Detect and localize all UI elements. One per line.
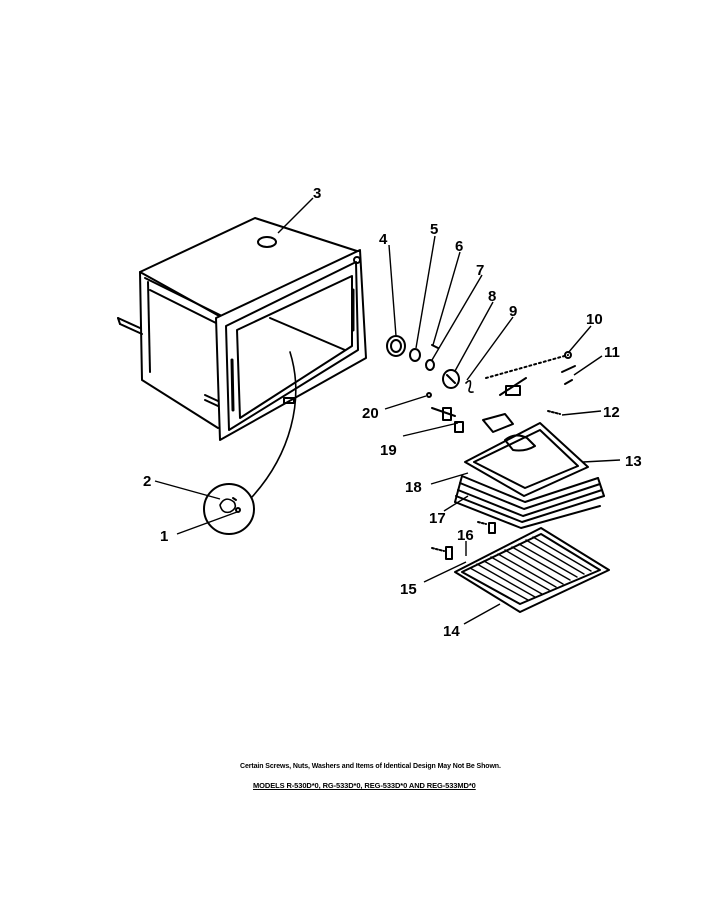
callout-2: 2 xyxy=(143,473,151,490)
callout-11: 11 xyxy=(604,344,620,361)
footnote: Certain Screws, Nuts, Washers and Items … xyxy=(240,763,501,770)
clip-part xyxy=(465,379,474,393)
socket-part xyxy=(409,348,421,362)
rack-stack xyxy=(454,475,605,529)
models-line: MODELS R-530D*0, RG-533D*0, REG-533D*0 A… xyxy=(253,781,476,790)
callout-12: 12 xyxy=(603,404,620,421)
ring-part xyxy=(386,335,406,357)
detail-inset xyxy=(203,483,255,535)
callout-3: 3 xyxy=(313,185,321,202)
callout-14: 14 xyxy=(443,623,460,640)
leader-curve xyxy=(251,351,297,498)
hinge-assembly xyxy=(426,392,464,433)
callout-13: 13 xyxy=(625,453,642,470)
callout-6: 6 xyxy=(455,238,463,255)
callout-5: 5 xyxy=(430,221,438,238)
callout-7: 7 xyxy=(476,262,484,279)
callout-19: 19 xyxy=(380,442,397,459)
callout-16: 16 xyxy=(457,527,474,544)
callout-9: 9 xyxy=(509,303,517,320)
screw-part xyxy=(547,410,561,415)
callout-1: 1 xyxy=(160,528,168,545)
callout-17: 17 xyxy=(429,510,446,527)
bracket-assembly xyxy=(485,351,576,396)
callout-18: 18 xyxy=(405,479,422,496)
cover-part xyxy=(442,369,460,389)
oven-rack xyxy=(454,527,610,613)
callout-20: 20 xyxy=(362,405,379,422)
callout-15: 15 xyxy=(400,581,417,598)
oven-liner xyxy=(117,217,367,441)
callout-10: 10 xyxy=(586,311,603,328)
bake-tray xyxy=(464,413,589,497)
rack-clips xyxy=(431,521,496,560)
callout-8: 8 xyxy=(488,288,496,305)
leader-lines xyxy=(154,197,621,625)
callout-4: 4 xyxy=(379,231,388,248)
bulb-part xyxy=(425,344,439,371)
